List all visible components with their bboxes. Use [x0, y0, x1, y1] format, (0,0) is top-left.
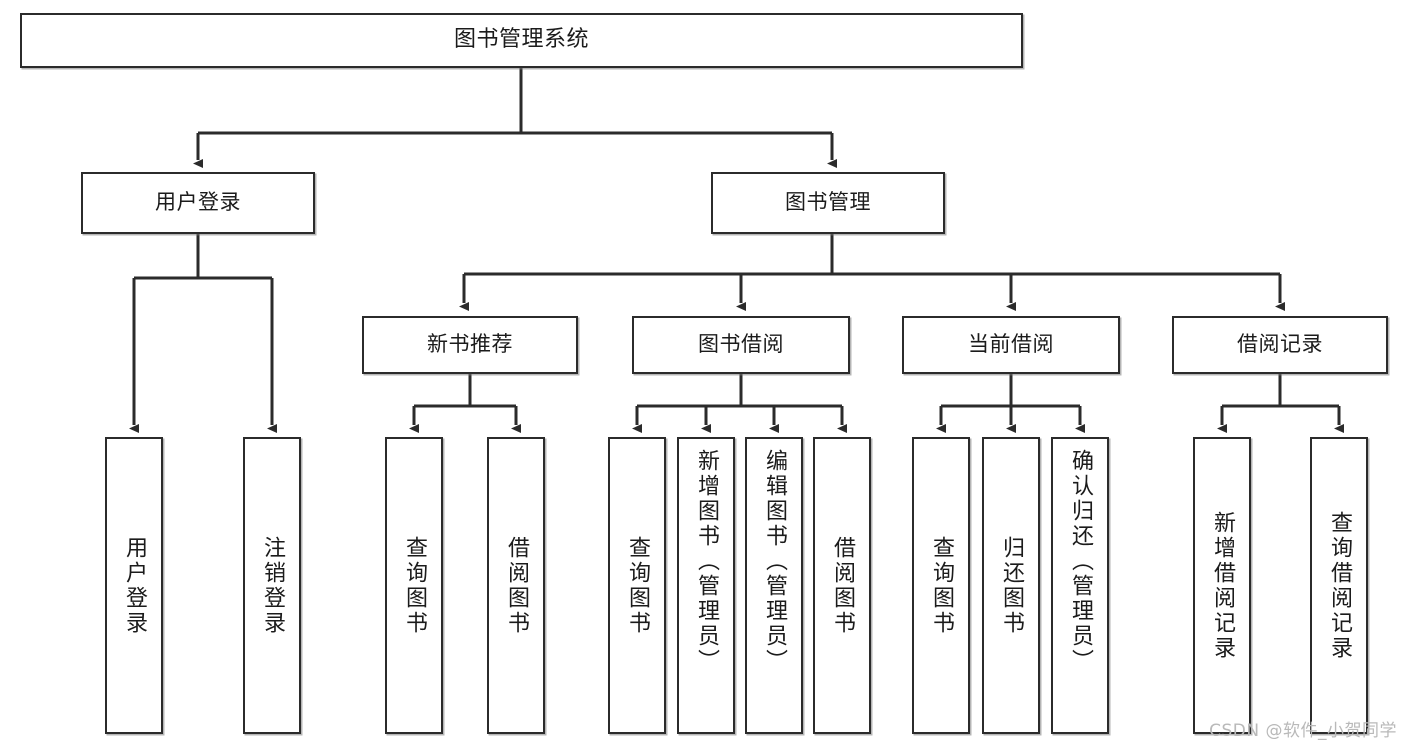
- node-label: 确认归还（管理员）: [1068, 449, 1093, 674]
- node-label: 编辑图书（管理员）: [762, 449, 787, 674]
- node-leaf-query-book-2[interactable]: 查询图书: [608, 437, 666, 734]
- node-label: 用户登录: [155, 190, 241, 215]
- node-label: 当前借阅: [968, 332, 1054, 357]
- node-label: 新书推荐: [427, 332, 513, 357]
- node-leaf-query-book-1[interactable]: 查询图书: [385, 437, 443, 734]
- node-root-book-management-system[interactable]: 图书管理系统: [20, 13, 1023, 68]
- node-leaf-user-login[interactable]: 用户登录: [105, 437, 163, 734]
- node-book-borrow[interactable]: 图书借阅: [632, 316, 850, 374]
- node-leaf-query-record[interactable]: 查询借阅记录: [1310, 437, 1368, 734]
- node-label: 图书管理系统: [453, 27, 589, 53]
- node-label: 查询图书: [929, 535, 954, 636]
- node-new-book-recommend[interactable]: 新书推荐: [362, 316, 578, 374]
- node-label: 归还图书: [999, 535, 1024, 636]
- node-leaf-add-book[interactable]: 新增图书（管理员）: [677, 437, 735, 734]
- node-leaf-borrow-book-2[interactable]: 借阅图书: [813, 437, 871, 734]
- node-leaf-edit-book[interactable]: 编辑图书（管理员）: [745, 437, 803, 734]
- node-label: 查询图书: [402, 535, 427, 636]
- node-label: 查询图书: [625, 535, 650, 636]
- node-label: 借阅记录: [1237, 332, 1323, 357]
- node-leaf-add-record[interactable]: 新增借阅记录: [1193, 437, 1251, 734]
- node-label: 新增图书（管理员）: [694, 449, 719, 674]
- node-leaf-query-book-3[interactable]: 查询图书: [912, 437, 970, 734]
- node-label: 用户登录: [122, 535, 147, 636]
- node-borrow-record[interactable]: 借阅记录: [1172, 316, 1388, 374]
- node-label: 借阅图书: [504, 535, 529, 636]
- node-leaf-borrow-book-1[interactable]: 借阅图书: [487, 437, 545, 734]
- node-leaf-confirm-return[interactable]: 确认归还（管理员）: [1051, 437, 1109, 734]
- node-label: 图书借阅: [698, 332, 784, 357]
- node-current-borrow[interactable]: 当前借阅: [902, 316, 1120, 374]
- csdn-watermark: CSDN @软件_小贺同学: [1209, 721, 1397, 741]
- node-label: 注销登录: [260, 535, 285, 636]
- node-label: 新增借阅记录: [1210, 510, 1235, 661]
- node-book-management[interactable]: 图书管理: [711, 172, 945, 234]
- node-leaf-user-logout[interactable]: 注销登录: [243, 437, 301, 734]
- node-label: 图书管理: [785, 190, 871, 215]
- node-label: 查询借阅记录: [1327, 510, 1352, 661]
- node-label: 借阅图书: [830, 535, 855, 636]
- node-leaf-return-book[interactable]: 归还图书: [982, 437, 1040, 734]
- node-user-login[interactable]: 用户登录: [81, 172, 315, 234]
